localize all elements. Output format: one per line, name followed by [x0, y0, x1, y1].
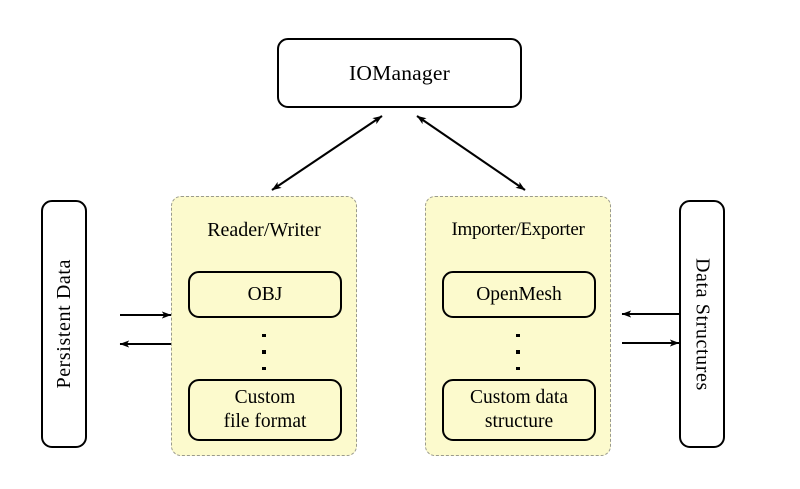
data-structures-node[interactable]: Data Structures	[679, 200, 725, 448]
ellipsis-dot	[262, 366, 266, 370]
ellipsis-dot	[262, 334, 266, 338]
data-structures-label: Data Structures	[691, 257, 714, 391]
item-custom-file-format[interactable]: Custom file format	[188, 379, 342, 441]
io-manager-label: IOManager	[349, 60, 450, 85]
ellipsis-dot	[516, 350, 520, 354]
io-manager-node[interactable]: IOManager	[277, 38, 522, 108]
item-openmesh-label: OpenMesh	[476, 283, 562, 305]
item-line-2: file format	[223, 411, 307, 432]
item-line-1: Custom	[234, 387, 296, 409]
item-custom-data-structure[interactable]: Custom data structure	[442, 379, 596, 441]
ellipsis-dot	[516, 334, 520, 338]
persistent-data-label: Persistent Data	[52, 259, 75, 389]
item-openmesh[interactable]: OpenMesh	[442, 271, 596, 318]
item-line-2: structure	[484, 411, 554, 432]
connector-manager-reader-writer	[271, 115, 383, 191]
reader-writer-ellipsis-icon	[172, 331, 356, 373]
item-custom-data-structure-label: Custom data structure	[470, 386, 568, 434]
ellipsis-dot	[516, 366, 520, 370]
item-obj[interactable]: OBJ	[188, 271, 342, 318]
item-custom-file-format-label: Custom file format	[224, 386, 307, 434]
persistent-data-node[interactable]: Persistent Data	[41, 200, 87, 448]
item-line-1: Custom data	[469, 387, 569, 409]
group-reader-writer-title: Reader/Writer	[207, 219, 321, 241]
importer-exporter-ellipsis-icon	[426, 331, 610, 373]
ellipsis-dot	[262, 350, 266, 354]
group-importer-exporter-title: Importer/Exporter	[451, 219, 585, 240]
group-importer-exporter[interactable]: Importer/Exporter OpenMesh Custom data s…	[425, 196, 611, 456]
group-reader-writer[interactable]: Reader/Writer OBJ Custom file format	[171, 196, 357, 456]
item-obj-label: OBJ	[247, 283, 283, 305]
connector-manager-importer-exporter	[416, 115, 526, 191]
